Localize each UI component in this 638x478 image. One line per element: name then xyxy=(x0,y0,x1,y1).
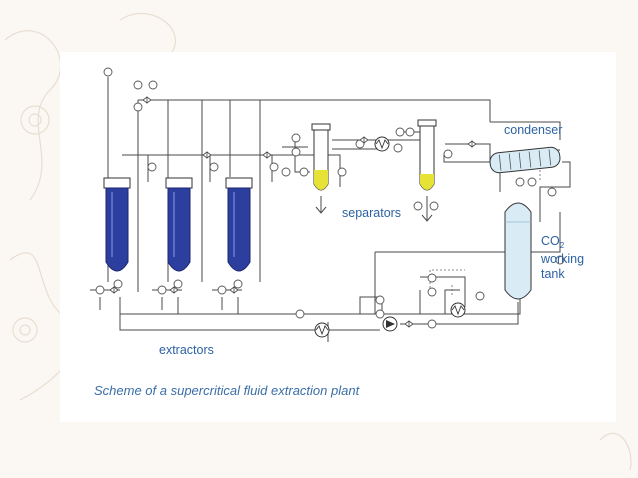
instruments xyxy=(95,67,565,329)
diagram-panel: condenser separators CO2 working tank ex… xyxy=(60,52,616,422)
condenser-unit xyxy=(489,146,561,174)
extractor-3 xyxy=(225,177,253,272)
condenser-label: condenser xyxy=(504,123,562,137)
pump xyxy=(382,316,398,332)
separator-2 xyxy=(417,119,437,222)
separators-label: separators xyxy=(342,206,401,220)
valves xyxy=(109,96,477,328)
extractors-label: extractors xyxy=(159,343,214,357)
piping xyxy=(90,77,571,342)
separator-1 xyxy=(311,123,331,214)
diagram-caption: Scheme of a supercritical fluid extracti… xyxy=(94,383,361,398)
co2-working-tank xyxy=(504,202,532,314)
heat-exchanger-top xyxy=(374,136,390,152)
co2-label: CO2 xyxy=(541,234,565,250)
control-lines xyxy=(429,170,541,295)
extraction-plant-diagram: condenser separators CO2 working tank ex… xyxy=(90,67,584,398)
heat-exchanger-bottom xyxy=(314,322,330,338)
tank-label: tank xyxy=(541,267,565,281)
working-label: working xyxy=(540,252,584,266)
heat-exchanger-right xyxy=(450,302,466,318)
extractor-1 xyxy=(103,177,131,272)
extractor-2 xyxy=(165,177,193,272)
